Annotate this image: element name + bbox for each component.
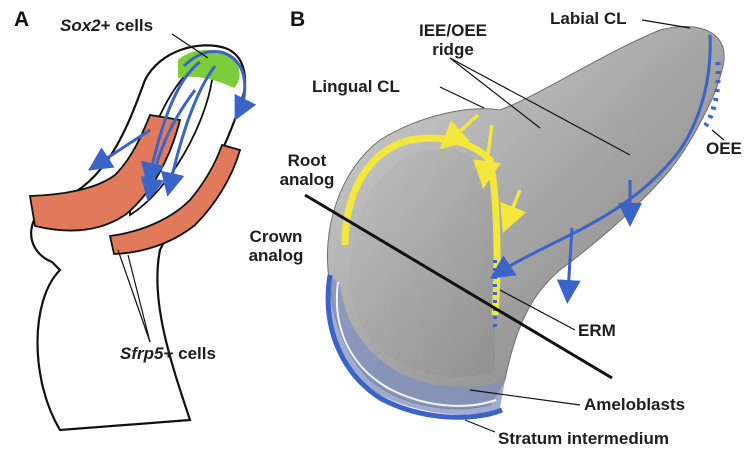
- root-line2: analog: [268, 171, 346, 190]
- panel-b-letter: B: [290, 8, 305, 32]
- sox2-suffix: + cells: [101, 16, 153, 35]
- iee-oee-line2: ridge: [408, 41, 498, 60]
- crown-line1: Crown: [236, 228, 316, 247]
- sox2-label: Sox2+ cells: [60, 17, 153, 36]
- sfrp5-gene: Sfrp5: [120, 344, 163, 363]
- crown-analog-label: Crown analog: [236, 228, 316, 265]
- labial-cl-label: Labial CL: [550, 10, 627, 29]
- panel-a-letter: A: [14, 8, 29, 32]
- leader-labial: [642, 20, 690, 28]
- oee-label: OEE: [706, 140, 742, 159]
- erm-label: ERM: [578, 322, 616, 341]
- sfrp5-suffix: + cells: [163, 344, 215, 363]
- lingual-cl-label: Lingual CL: [312, 78, 400, 97]
- root-analog-label: Root analog: [268, 152, 346, 189]
- iee-oee-label: IEE/OEE ridge: [408, 22, 498, 59]
- leader-lingual: [440, 87, 484, 108]
- crown-line2: analog: [236, 247, 316, 266]
- stratum-label: Stratum intermedium: [498, 430, 669, 449]
- sox2-gene: Sox2: [60, 16, 101, 35]
- sfrp5-label: Sfrp5+ cells: [120, 345, 216, 364]
- iee-oee-line1: IEE/OEE: [408, 22, 498, 41]
- root-line1: Root: [268, 152, 346, 171]
- leader-stratum: [465, 420, 495, 432]
- ameloblasts-label: Ameloblasts: [584, 396, 685, 415]
